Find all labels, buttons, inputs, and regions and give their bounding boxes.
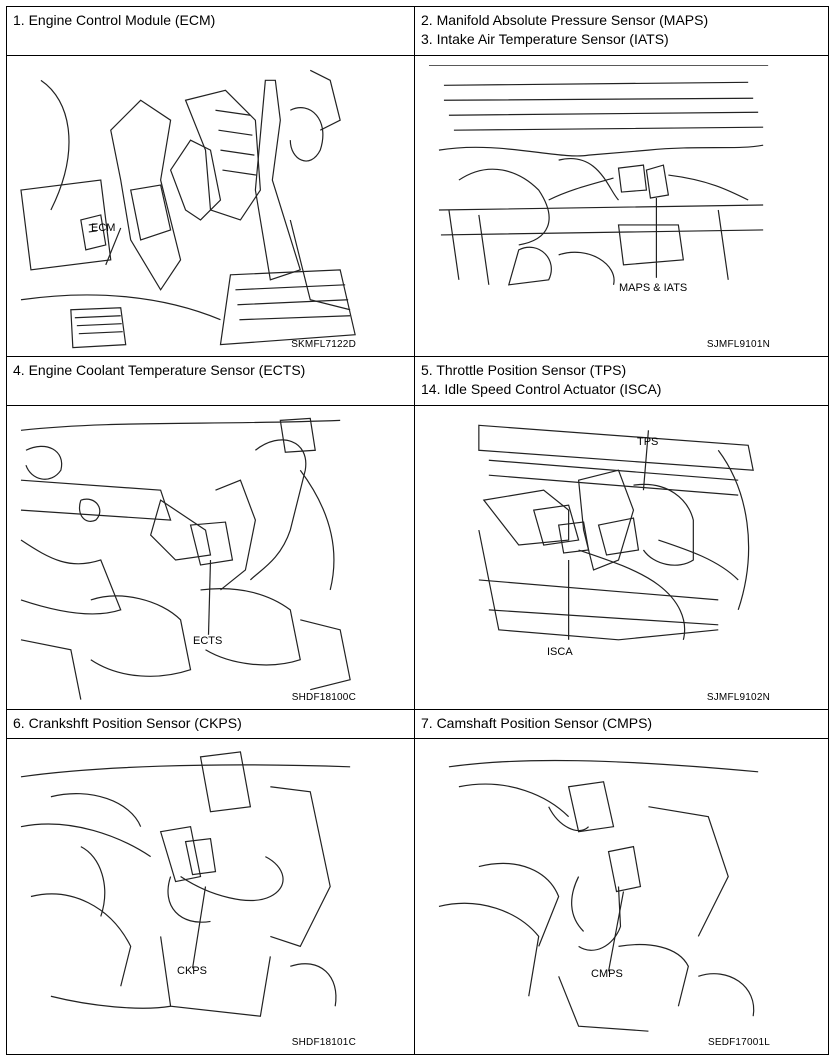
figure-ckps: CKPS SHDF18101C xyxy=(6,738,415,1055)
figure-maps-iats: MAPS & IATS SJMFL9101N xyxy=(414,55,829,357)
figure-ects: ECTS SHDF18100C xyxy=(6,405,415,710)
callout-ecm: ECM xyxy=(91,222,116,234)
figure-ecm: ECM SKMFL7122D xyxy=(6,55,415,357)
cell-title-line: 4. Engine Coolant Temperature Sensor (EC… xyxy=(13,362,306,378)
figure-code: SEDF17001L xyxy=(707,1037,770,1048)
figure-code: SHDF18101C xyxy=(291,1037,356,1048)
callout-ects: ECTS xyxy=(193,635,223,647)
sensor-location-table: 1. Engine Control Module (ECM) 2. Manifo… xyxy=(6,6,829,1055)
figure-code: SJMFL9102N xyxy=(706,692,770,703)
callout-isca: ISCA xyxy=(547,646,573,658)
cell-header-cmps: 7. Camshaft Position Sensor (CMPS) xyxy=(414,709,829,739)
figure-code: SJMFL9101N xyxy=(706,339,770,350)
cell-title-line: 7. Camshaft Position Sensor (CMPS) xyxy=(421,715,653,731)
callout-ckps: CKPS xyxy=(177,965,207,977)
cell-title-line: 6. Crankshft Position Sensor (CKPS) xyxy=(13,715,242,731)
callout-tps: TPS xyxy=(637,436,659,448)
ckps-illustration xyxy=(20,751,351,1017)
callout-cmps: CMPS xyxy=(591,968,623,980)
figure-cmps: CMPS SEDF17001L xyxy=(414,738,829,1055)
ects-illustration xyxy=(20,417,351,700)
cell-title-line: 2. Manifold Absolute Pressure Sensor (MA… xyxy=(421,12,709,28)
cell-title-line: 5. Throttle Position Sensor (TPS) xyxy=(421,362,627,378)
cell-header-ckps: 6. Crankshft Position Sensor (CKPS) xyxy=(6,709,415,739)
cell-header-tps-isca: 5. Throttle Position Sensor (TPS) 14. Id… xyxy=(414,356,829,406)
cell-header-ects: 4. Engine Coolant Temperature Sensor (EC… xyxy=(6,356,415,406)
figure-code: SHDF18100C xyxy=(291,692,356,703)
cell-title-line: 1. Engine Control Module (ECM) xyxy=(13,12,216,28)
callout-maps-iats: MAPS & IATS xyxy=(619,282,688,294)
tps-isca-illustration xyxy=(478,424,754,641)
cell-header-ecm: 1. Engine Control Module (ECM) xyxy=(6,6,415,56)
cell-header-maps-iats: 2. Manifold Absolute Pressure Sensor (MA… xyxy=(414,6,829,56)
cell-title-line: 3. Intake Air Temperature Sensor (IATS) xyxy=(421,31,669,47)
cell-title-line: 14. Idle Speed Control Actuator (ISCA) xyxy=(421,381,662,397)
ecm-illustration xyxy=(20,69,356,349)
figure-code: SKMFL7122D xyxy=(291,339,356,350)
cmps-illustration xyxy=(438,759,759,1032)
maps-iats-illustration xyxy=(428,64,769,286)
figure-tps-isca: TPS ISCA SJMFL9102N xyxy=(414,405,829,710)
